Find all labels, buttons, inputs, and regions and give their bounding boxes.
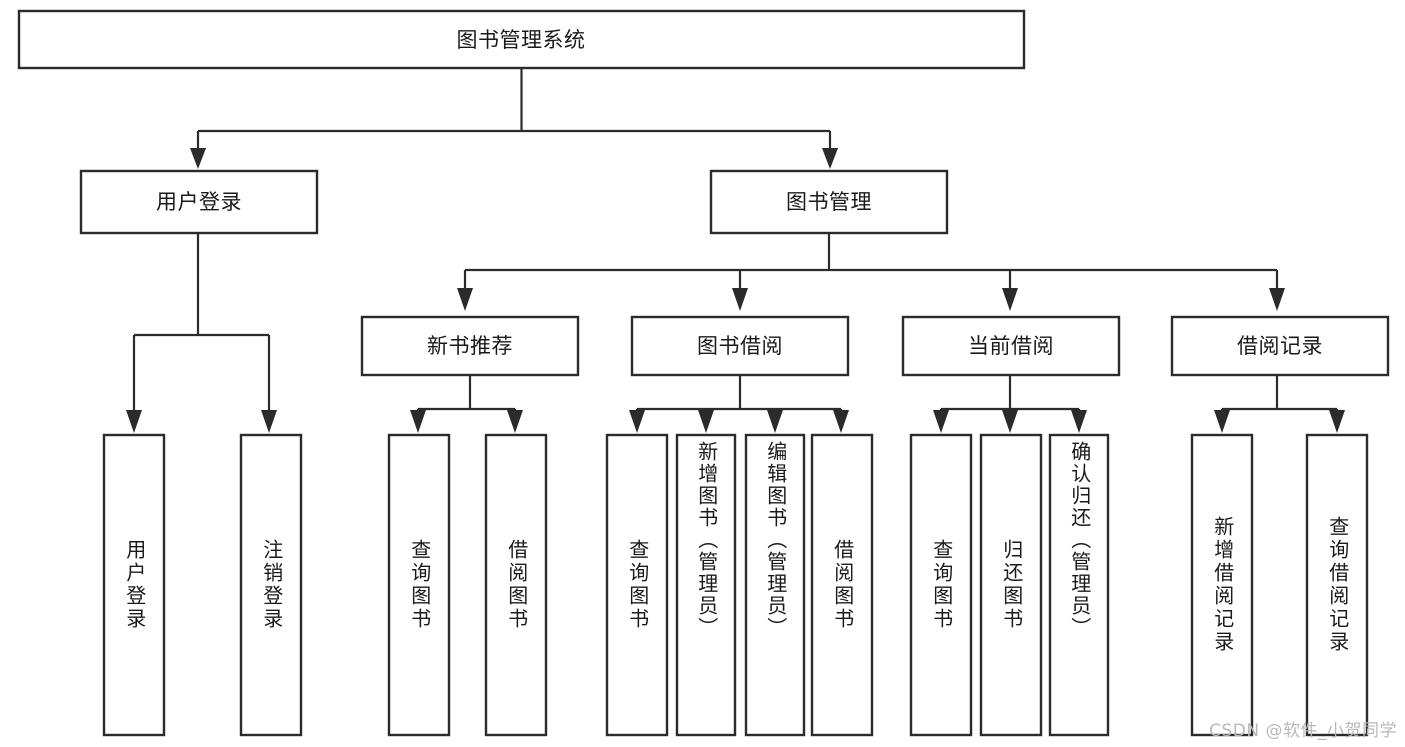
connector-currentborrow-to-leaves — [933, 375, 1087, 433]
node-root[interactable]: 图书管理系统 — [17, 9, 1026, 70]
leaf-box-br-add-record — [1190, 433, 1254, 737]
leaf-box-cb-query-book — [909, 433, 973, 737]
leaf-box-cb-return-book — [979, 433, 1043, 737]
leaf-box-bb-edit-book — [744, 433, 806, 737]
leaf-box-nb-borrow-book — [484, 433, 548, 737]
connector-newbook-to-leaves — [410, 375, 523, 433]
connector-borrowrecord-to-leaves — [1214, 375, 1345, 433]
connector-root-to-level2 — [190, 69, 838, 169]
csdn-watermark: CSDN @软件_小贺同学 — [1209, 721, 1397, 741]
leaf-box-nb-query-book — [387, 433, 451, 737]
node-current-borrow[interactable]: 当前借阅 — [901, 315, 1121, 377]
node-borrow-record[interactable]: 借阅记录 — [1170, 315, 1390, 377]
node-borrow-record-label: 借阅记录 — [1237, 334, 1323, 358]
node-book-management-label: 图书管理 — [786, 190, 872, 214]
leaf-box-cb-confirm-return — [1048, 433, 1110, 737]
leaf-box-bb-borrow-book — [810, 433, 874, 737]
node-book-management[interactable]: 图书管理 — [709, 169, 949, 235]
node-user-login-label: 用户登录 — [156, 190, 242, 214]
leaf-box-bb-query-book — [605, 433, 669, 737]
leaf-box-user-login — [102, 433, 166, 737]
node-root-label: 图书管理系统 — [457, 28, 586, 52]
node-book-borrow-label: 图书借阅 — [697, 334, 783, 358]
leaf-box-br-query-record — [1305, 433, 1369, 737]
leaf-box-bb-add-book — [675, 433, 737, 737]
node-user-login[interactable]: 用户登录 — [79, 169, 319, 235]
node-current-borrow-label: 当前借阅 — [968, 334, 1054, 358]
leaf-box-logout-login — [239, 433, 303, 737]
connector-bookmgmt-to-level3 — [457, 233, 1285, 311]
node-book-borrow[interactable]: 图书借阅 — [630, 315, 850, 377]
node-new-book-recommend[interactable]: 新书推荐 — [360, 315, 580, 377]
connector-userlogin-to-leaves — [126, 233, 277, 433]
connector-bookborrow-to-leaves — [629, 375, 849, 433]
node-new-book-recommend-label: 新书推荐 — [427, 334, 513, 358]
leaf-boxes — [102, 433, 1369, 737]
